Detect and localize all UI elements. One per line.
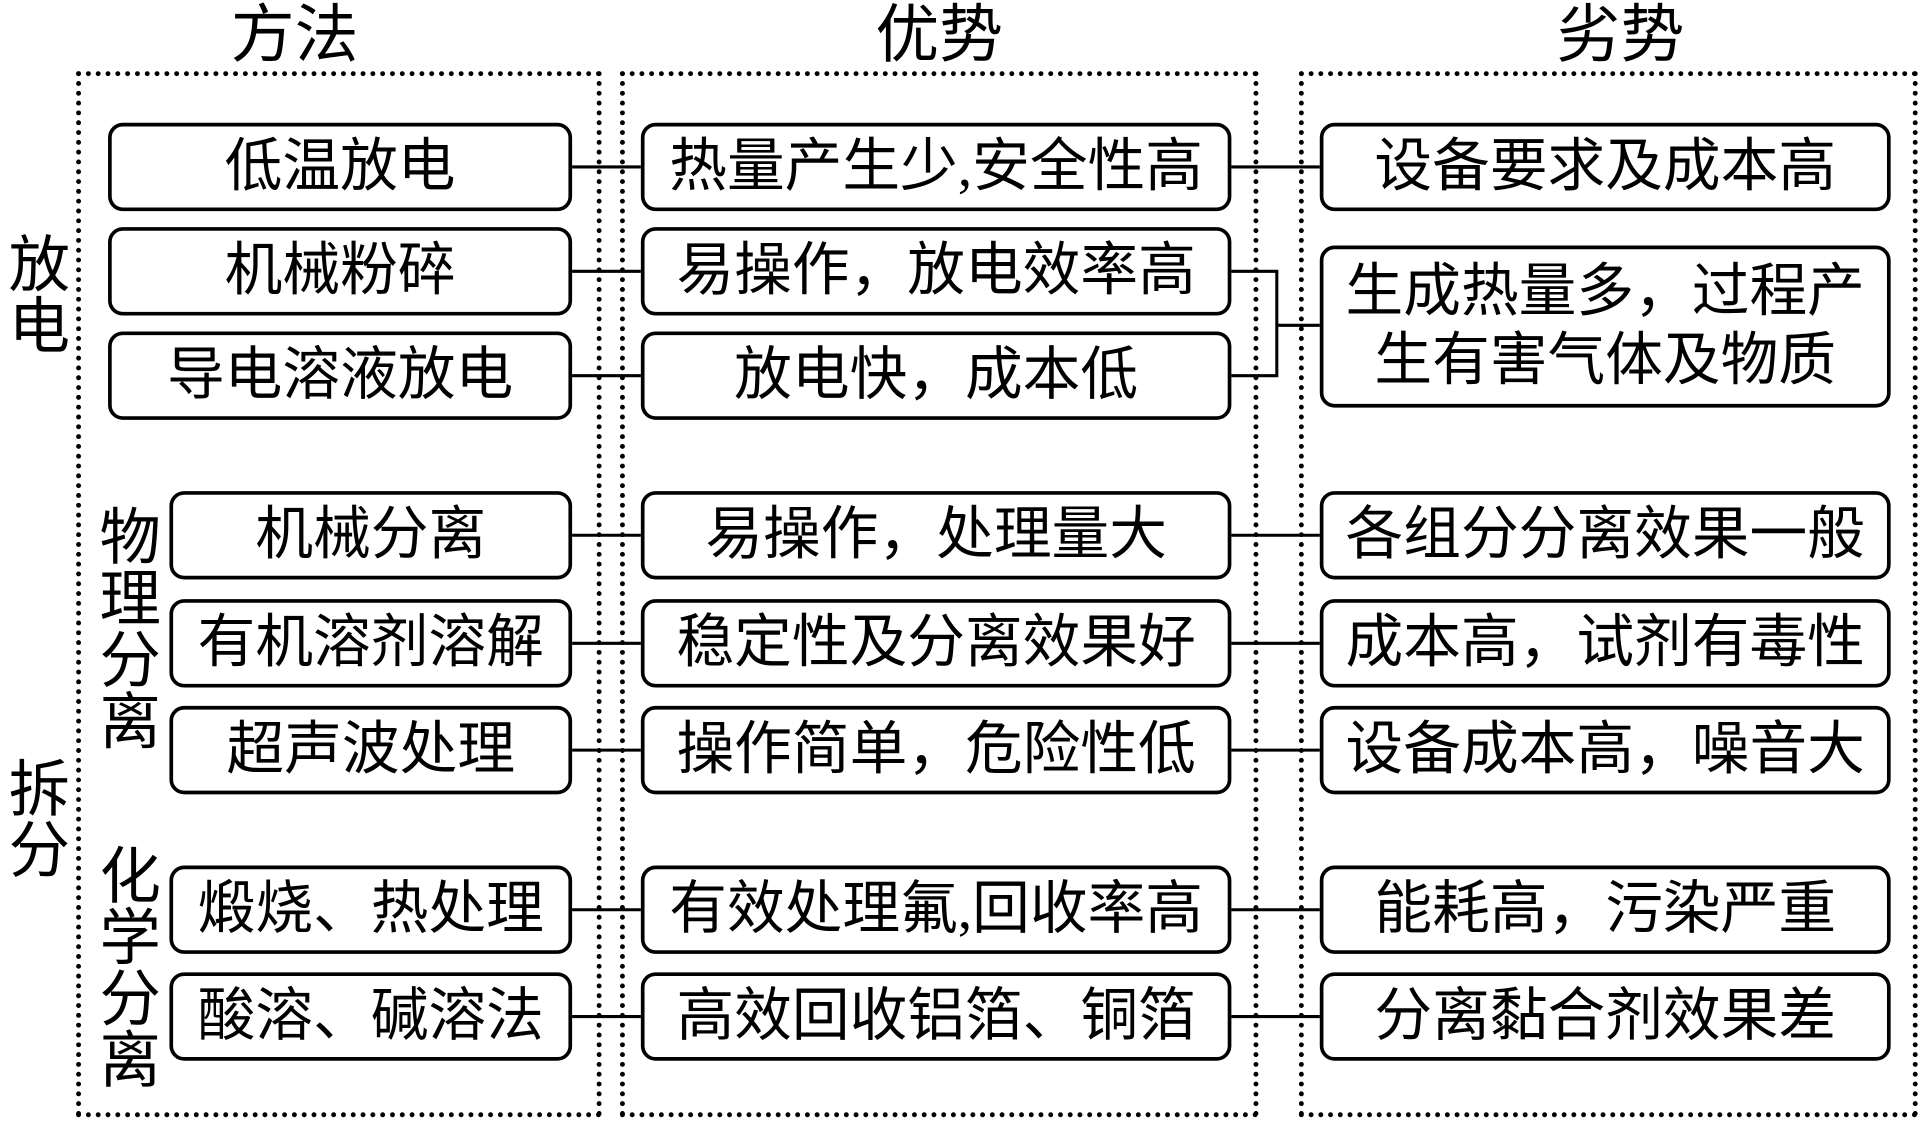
group-label-discharge: 放电 [0, 232, 69, 355]
group-label-physical-separation: 物理分离 [90, 504, 160, 751]
disadvantage-box: 设备要求及成本高 [1319, 122, 1891, 212]
group-label-chemical-separation: 化学分离 [90, 843, 160, 1089]
group-label-disassembly: 拆分 [0, 756, 69, 880]
disadvantage-line: 生成热量多，过程产 [1345, 260, 1865, 325]
advantage-box: 操作简单，危险性低 [640, 705, 1232, 795]
disadvantage-column-frame [1298, 71, 1918, 1118]
advantage-box: 稳定性及分离效果好 [640, 599, 1232, 688]
advantage-column-frame [619, 71, 1259, 1118]
disadvantage-box: 能耗高，污染严重 [1319, 865, 1891, 954]
disadvantage-box-shared: 生成热量多，过程产 生有害气体及物质 [1319, 245, 1891, 408]
header-method: 方法 [230, 1, 359, 72]
method-box: 导电溶液放电 [108, 331, 573, 420]
method-box: 酸溶、碱溶法 [169, 972, 573, 1061]
connector-bracket-discharge [1231, 269, 1279, 378]
disadvantage-box: 分离黏合剂效果差 [1319, 972, 1891, 1061]
method-box: 煅烧、热处理 [169, 865, 573, 954]
header-disadvantage: 劣势 [1556, 1, 1685, 72]
advantage-box: 高效回收铝箔、铜箔 [640, 972, 1232, 1061]
method-box: 低温放电 [108, 122, 573, 212]
header-advantage: 优势 [875, 1, 1004, 72]
disadvantage-line: 生有害气体及物质 [1374, 329, 1837, 393]
method-box: 有机溶剂溶解 [169, 599, 573, 688]
method-box: 机械分离 [169, 491, 573, 580]
advantage-box: 放电快，成本低 [640, 331, 1232, 420]
advantage-box: 有效处理氟,回收率高 [640, 865, 1232, 954]
disadvantage-box: 设备成本高，噪音大 [1319, 705, 1891, 795]
advantage-box: 易操作，处理量大 [640, 491, 1232, 580]
method-box: 机械粉碎 [108, 227, 573, 316]
method-box: 超声波处理 [169, 705, 573, 795]
method-column-frame [76, 71, 602, 1118]
disadvantage-box: 成本高，试剂有毒性 [1319, 599, 1891, 688]
advantage-box: 热量产生少,安全性高 [640, 122, 1232, 212]
disadvantage-box: 各组分分离效果一般 [1319, 491, 1891, 580]
advantage-box: 易操作，放电效率高 [640, 227, 1232, 316]
